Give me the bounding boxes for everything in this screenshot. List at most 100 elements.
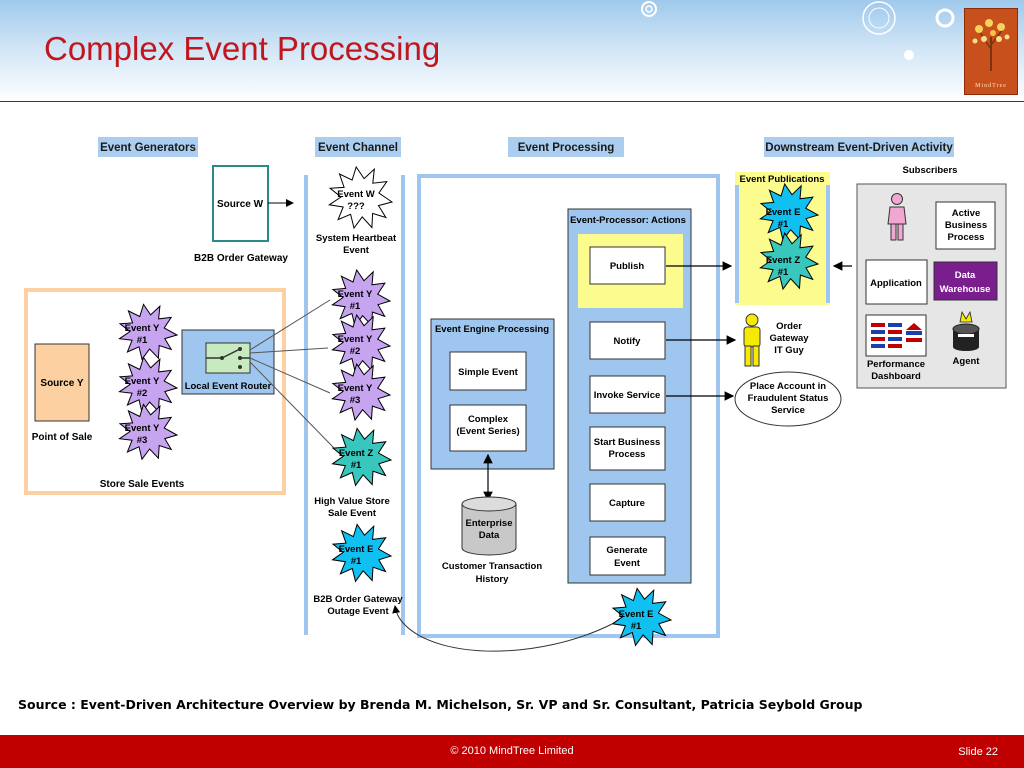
header-event-channel (315, 137, 401, 157)
slide-number: Slide 22 (958, 746, 998, 758)
it-guy-l2: Gateway (769, 333, 809, 344)
subscribers-title: Subscribers (903, 165, 958, 176)
action-invoke-label: Invoke Service (594, 390, 661, 401)
header-event-processing-label: Event Processing (518, 142, 615, 154)
point-of-sale-label: Point of Sale (32, 432, 93, 443)
publications-bar-right (826, 185, 830, 303)
header-downstream-label: Downstream Event-Driven Activity (765, 142, 953, 154)
enterprise-data-cylinder: Enterprise Data (461, 496, 517, 556)
event-e1-channel-l1: Event E (339, 544, 374, 555)
event-z1-l1: Event Z (339, 448, 374, 459)
deco-circle (645, 5, 653, 13)
application-box (865, 259, 928, 305)
event-processing-frame (417, 174, 720, 638)
complex-event-l1: Complex (468, 414, 509, 425)
simple-event-label: Simple Event (458, 367, 518, 378)
customer-history-l2: History (476, 574, 509, 585)
heartbeat-caption-l1: System Heartbeat (316, 233, 397, 244)
high-value-caption-l1: High Value Store (314, 496, 390, 507)
header-event-channel-label: Event Channel (318, 142, 398, 154)
active-bp-l1: Active (952, 208, 981, 219)
logo-text: MindTree (975, 83, 1007, 89)
channel-bar-right (401, 175, 405, 635)
deco-circle (868, 7, 890, 29)
customer-history-l1: Customer Transaction (442, 561, 542, 572)
engine-title: Event Engine Processing (435, 324, 549, 335)
action-notify-label: Notify (614, 336, 642, 347)
publications-title: Event Publications (740, 174, 825, 185)
header-divider (0, 101, 1024, 102)
store-event-y2-l2: #2 (137, 388, 148, 399)
action-publish-label: Publish (610, 261, 645, 272)
store-event-y3-l1: Event Y (125, 423, 160, 434)
slide-title: Complex Event Processing (44, 30, 441, 67)
pub-event-z1-l1: Event Z (766, 255, 801, 266)
event-y3-l2: #3 (350, 395, 361, 406)
it-guy-l1: Order (776, 321, 802, 332)
deco-circle (935, 8, 955, 28)
active-bp-l2: Business (945, 220, 987, 231)
complex-event-l2: (Event Series) (456, 426, 519, 437)
action-generate (589, 536, 666, 576)
data-warehouse-box (933, 261, 998, 301)
pub-event-e1-l2: #1 (778, 219, 789, 230)
perf-dashboard-l2: Dashboard (871, 371, 921, 382)
active-bp-l3: Process (948, 232, 985, 243)
event-y3-l1: Event Y (338, 383, 373, 394)
source-w-label: Source W (217, 199, 264, 210)
store-sale-frame (24, 288, 286, 495)
event-w-l2: ??? (347, 201, 365, 212)
star-event-w: Event W ??? (327, 165, 394, 230)
event-y1-l1: Event Y (338, 289, 373, 300)
outage-caption-l1: B2B Order Gateway (313, 594, 403, 605)
perf-dashboard-l1: Performance (867, 359, 925, 370)
action-start-bp-l1: Start Business (594, 437, 661, 448)
source-citation: Source : Event-Driven Architecture Overv… (18, 697, 863, 712)
star-event-e1-channel: Event E #1 (331, 523, 393, 583)
router-link-y3 (249, 357, 331, 394)
fraud-service-ellipse (734, 371, 842, 427)
event-z1-l2: #1 (351, 460, 362, 471)
action-start-bp-l2: Process (609, 449, 646, 460)
complex-event-box (449, 404, 527, 452)
router-link-z1 (249, 361, 335, 449)
feedback-curve-arrow (392, 605, 613, 652)
store-sale-events-label: Store Sale Events (100, 479, 185, 490)
header-event-generators (98, 137, 198, 157)
event-w-l1: Event W (337, 189, 375, 200)
action-start-bp (589, 426, 666, 471)
footer-bar: © 2010 MindTree Limited Slide 22 (0, 735, 1024, 768)
action-invoke (589, 375, 666, 414)
star-pub-event-e1: Event E #1 (759, 182, 820, 242)
store-event-y3-l2: #3 (137, 435, 148, 446)
action-publish (589, 246, 666, 285)
header-decoration-circles (641, 1, 955, 60)
subscriber-person-icon (887, 193, 907, 241)
action-capture-label: Capture (609, 498, 645, 509)
b2b-gateway-label: B2B Order Gateway (194, 253, 288, 264)
outage-caption-l2: Outage Event (327, 606, 389, 617)
star-store-event-y3: Event Y #3 (118, 403, 179, 461)
star-event-y3: Event Y #3 (331, 362, 392, 422)
data-warehouse-l2: Warehouse (940, 284, 991, 295)
router-link-y1 (249, 299, 331, 351)
high-value-caption-l2: Sale Event (328, 508, 377, 519)
star-event-z1: Event Z #1 (331, 427, 393, 487)
star-generated-event-e1: Event E #1 (611, 587, 673, 647)
source-y-label: Source Y (40, 378, 83, 389)
slide-header-band (0, 0, 1024, 102)
router-link-y2 (249, 347, 329, 354)
application-label: Application (870, 278, 922, 289)
action-generate-l2: Event (614, 558, 641, 569)
store-event-y1-l2: #1 (137, 335, 148, 346)
event-y2-l2: #2 (350, 346, 361, 357)
star-event-y1: Event Y #1 (331, 268, 392, 328)
header-downstream (764, 137, 954, 157)
event-y1-l2: #1 (350, 301, 361, 312)
simple-event-box (449, 351, 527, 391)
pub-event-e1-l1: Event E (766, 207, 801, 218)
actions-title: Event-Processor: Actions (570, 215, 686, 226)
active-bp-box (935, 201, 996, 250)
publications-bar-left (735, 185, 739, 303)
star-store-event-y1: Event Y #1 (118, 303, 179, 361)
